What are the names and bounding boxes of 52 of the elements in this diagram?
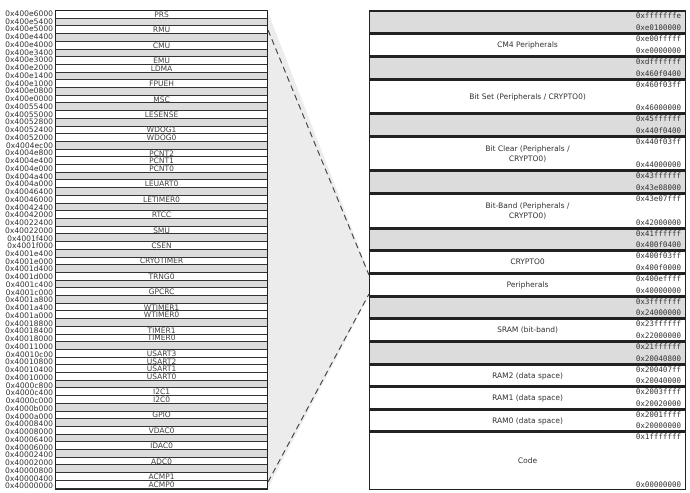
zoom-dashed-line <box>268 30 370 276</box>
gap-region <box>56 419 267 427</box>
memory-region <box>56 288 267 296</box>
gap-region <box>56 342 267 350</box>
memory-region <box>56 157 267 166</box>
memory-region <box>369 273 686 296</box>
memory-region <box>56 11 267 19</box>
gap-region <box>369 296 686 318</box>
gap-region <box>369 56 686 79</box>
gap-region <box>369 170 686 193</box>
memory-region <box>56 396 267 404</box>
memory-region <box>56 442 267 450</box>
memory-region <box>56 311 267 320</box>
gap-region <box>369 228 686 250</box>
memory-region <box>369 386 686 409</box>
memory-region <box>369 364 686 386</box>
gap-region <box>56 296 267 304</box>
memory-region <box>56 180 267 188</box>
gap-region <box>56 188 267 196</box>
memory-region <box>56 373 267 381</box>
gap-region <box>56 103 267 112</box>
gap-region <box>369 10 686 33</box>
gap-region <box>56 265 267 273</box>
gap-region <box>56 319 267 327</box>
gap-region <box>56 88 267 96</box>
memory-region <box>369 79 686 113</box>
memory-region <box>369 318 686 341</box>
gap-region <box>56 34 267 42</box>
memory-region <box>369 136 686 170</box>
memory-region <box>56 165 267 173</box>
memory-region <box>369 33 686 56</box>
memory-region <box>56 211 267 219</box>
memory-region <box>56 473 267 481</box>
memory-region <box>56 26 267 34</box>
gap-region <box>56 465 267 474</box>
memory-region <box>56 57 267 65</box>
memory-region <box>56 111 267 119</box>
gap-region <box>369 341 686 364</box>
memory-region <box>369 431 686 490</box>
memory-region <box>369 193 686 228</box>
memory-region <box>56 80 267 88</box>
peripheral-map-frame <box>55 10 268 490</box>
memory-region <box>56 388 267 396</box>
gap-region <box>369 113 686 136</box>
memory-region <box>369 409 686 431</box>
gap-region <box>56 450 267 458</box>
memory-region <box>56 134 267 142</box>
gap-region <box>56 234 267 242</box>
memory-region <box>369 250 686 273</box>
memory-region <box>56 365 267 374</box>
memory-region <box>56 242 267 250</box>
zoom-dashed-line <box>268 294 370 482</box>
